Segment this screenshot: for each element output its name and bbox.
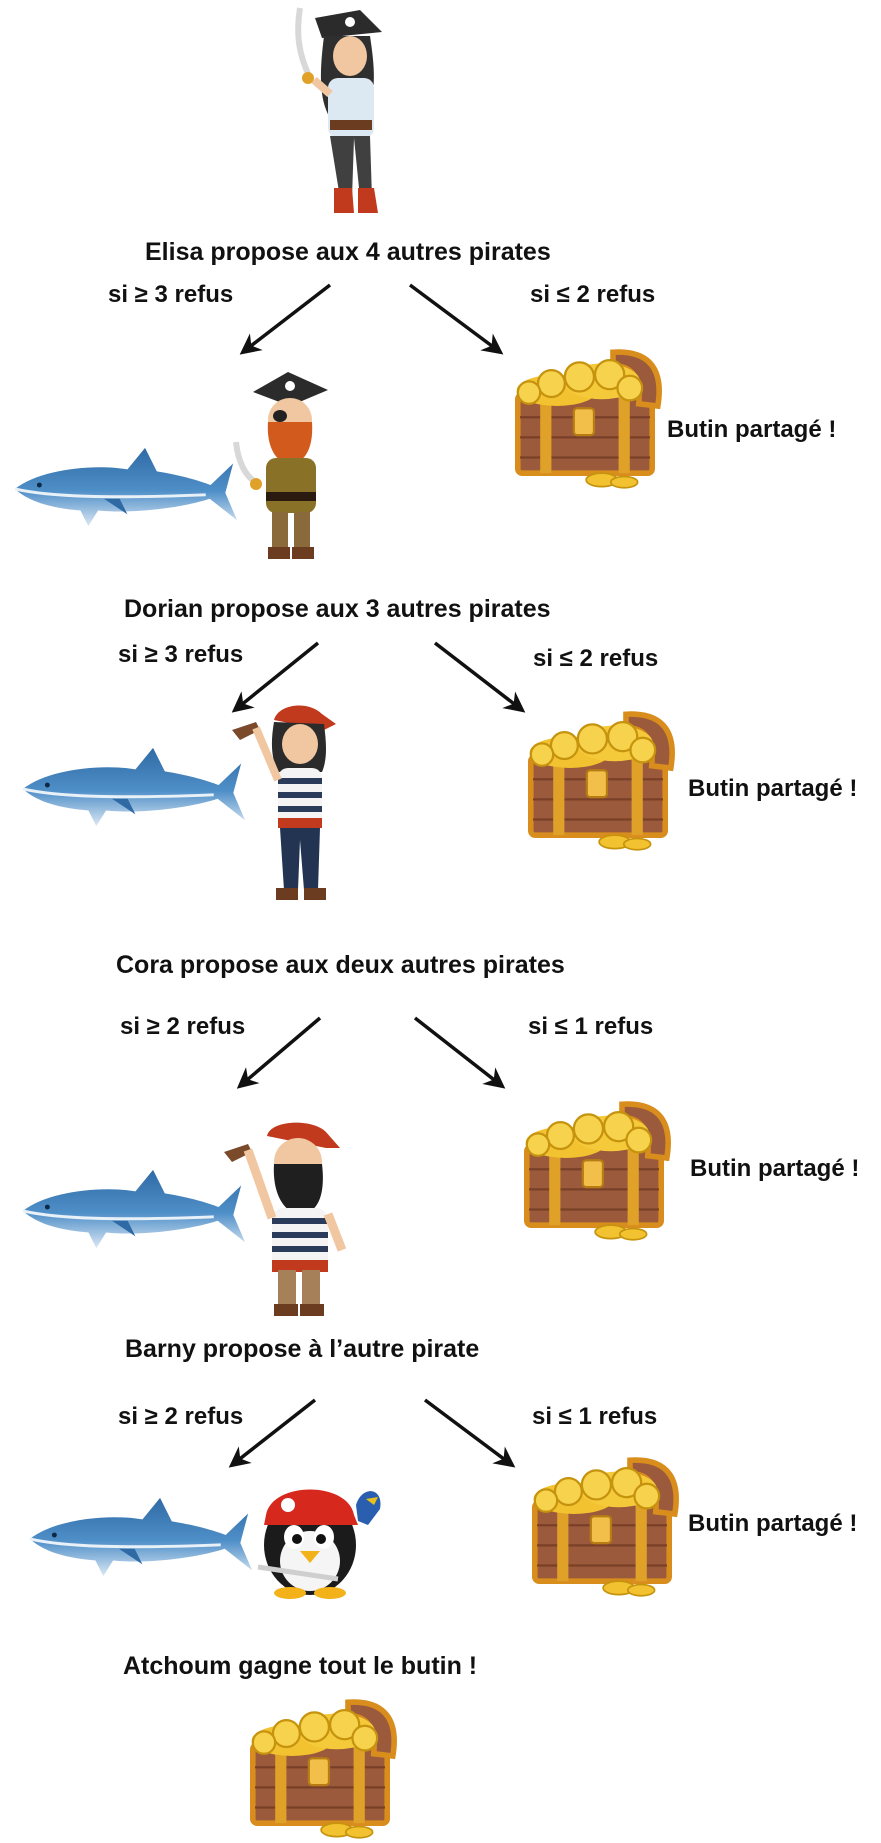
stage-4-left-condition: si ≥ 2 refus [118,1403,244,1430]
penguin-pirate-icon [258,1475,390,1605]
stage-4-title: Barny propose à l’autre pirate [125,1335,480,1363]
stage-2-right-condition: si ≤ 2 refus [533,645,659,672]
treasure-chest-icon [522,1458,682,1598]
treasure-chest-icon [240,1700,400,1840]
stage-2-left-condition: si ≥ 3 refus [118,641,244,668]
stage-1-outcome-label: Butin partagé ! [667,416,837,443]
stage-4-right-condition: si ≤ 1 refus [532,1403,658,1430]
stage-3-left-condition: si ≥ 2 refus [120,1013,246,1040]
final-title: Atchoum gagne tout le butin ! [123,1652,478,1680]
stage-2-outcome-label: Butin partagé ! [688,775,858,802]
stage-2-title: Dorian propose aux 3 autres pirates [124,595,551,623]
stage-3-right-condition: si ≤ 1 refus [528,1013,654,1040]
shark-icon [28,1496,254,1578]
stage-3-outcome-label: Butin partagé ! [690,1155,860,1182]
stage-1-right-condition: si ≤ 2 refus [530,281,656,308]
stage-4-outcome-label: Butin partagé ! [688,1510,858,1537]
stage-1-left-condition: si ≥ 3 refus [108,281,234,308]
stage-1-title: Elisa propose aux 4 autres pirates [145,238,551,266]
stage-3-title: Cora propose aux deux autres pirates [116,951,565,979]
